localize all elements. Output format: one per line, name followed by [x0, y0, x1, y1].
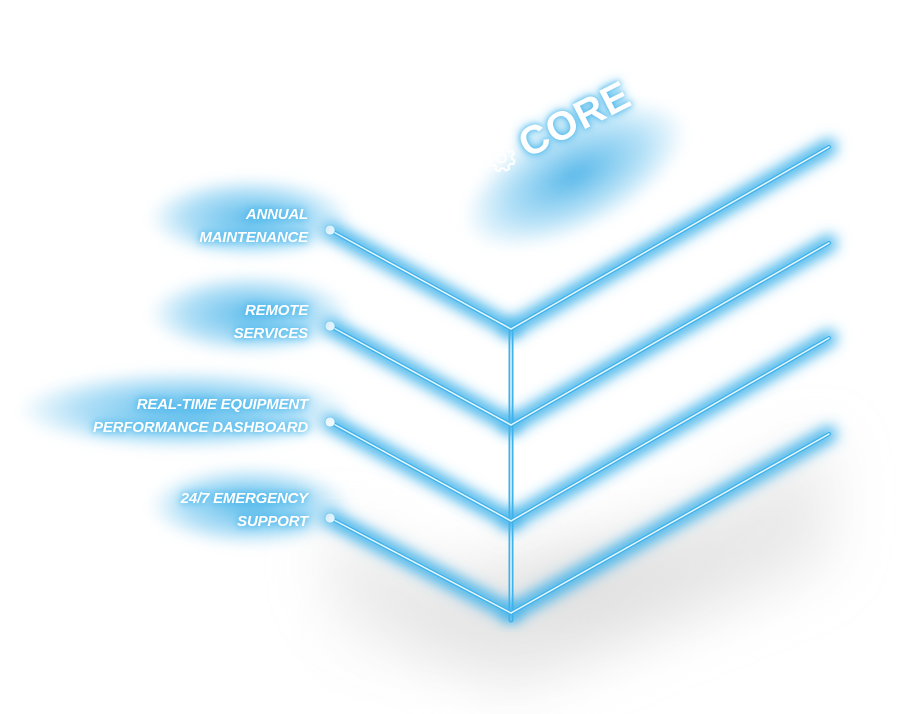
- chevron-layer-1: [322, 139, 837, 337]
- service-label-emergency-support: 24/7 EMERGENCY SUPPORT: [180, 490, 308, 530]
- service-label-realtime-dashboard: REAL-TIME EQUIPMENT PERFORMANCE DASHBOAR…: [93, 396, 308, 436]
- drop-shadow: [256, 436, 864, 692]
- service-label-glow: [150, 178, 350, 258]
- service-label-annual-maintenance: ANNUAL MAINTENANCE: [199, 206, 308, 246]
- chevron-layer-4: [322, 426, 837, 621]
- core-title: CORE: [478, 73, 639, 185]
- gear-icon: [487, 144, 516, 172]
- right-arm-highlight: [510, 242, 830, 426]
- chevron-layer-2: [322, 235, 837, 433]
- left-arm-highlight: [329, 517, 512, 614]
- chevron-layers: [322, 139, 837, 627]
- chevron-layer-3: [322, 330, 837, 529]
- left-arm-highlight: [329, 229, 512, 330]
- service-label-glow: [150, 466, 350, 546]
- service-label-remote-services: REMOTE SERVICES: [233, 302, 308, 342]
- connector-dots: [324, 224, 336, 524]
- right-arm-highlight: [510, 146, 830, 330]
- service-label-glow: [150, 274, 350, 354]
- left-arm-highlight: [329, 325, 512, 426]
- right-arm-highlight: [510, 337, 830, 522]
- service-label-glow: [20, 370, 350, 450]
- right-arm-highlight: [510, 433, 830, 614]
- left-arm-highlight: [329, 421, 512, 522]
